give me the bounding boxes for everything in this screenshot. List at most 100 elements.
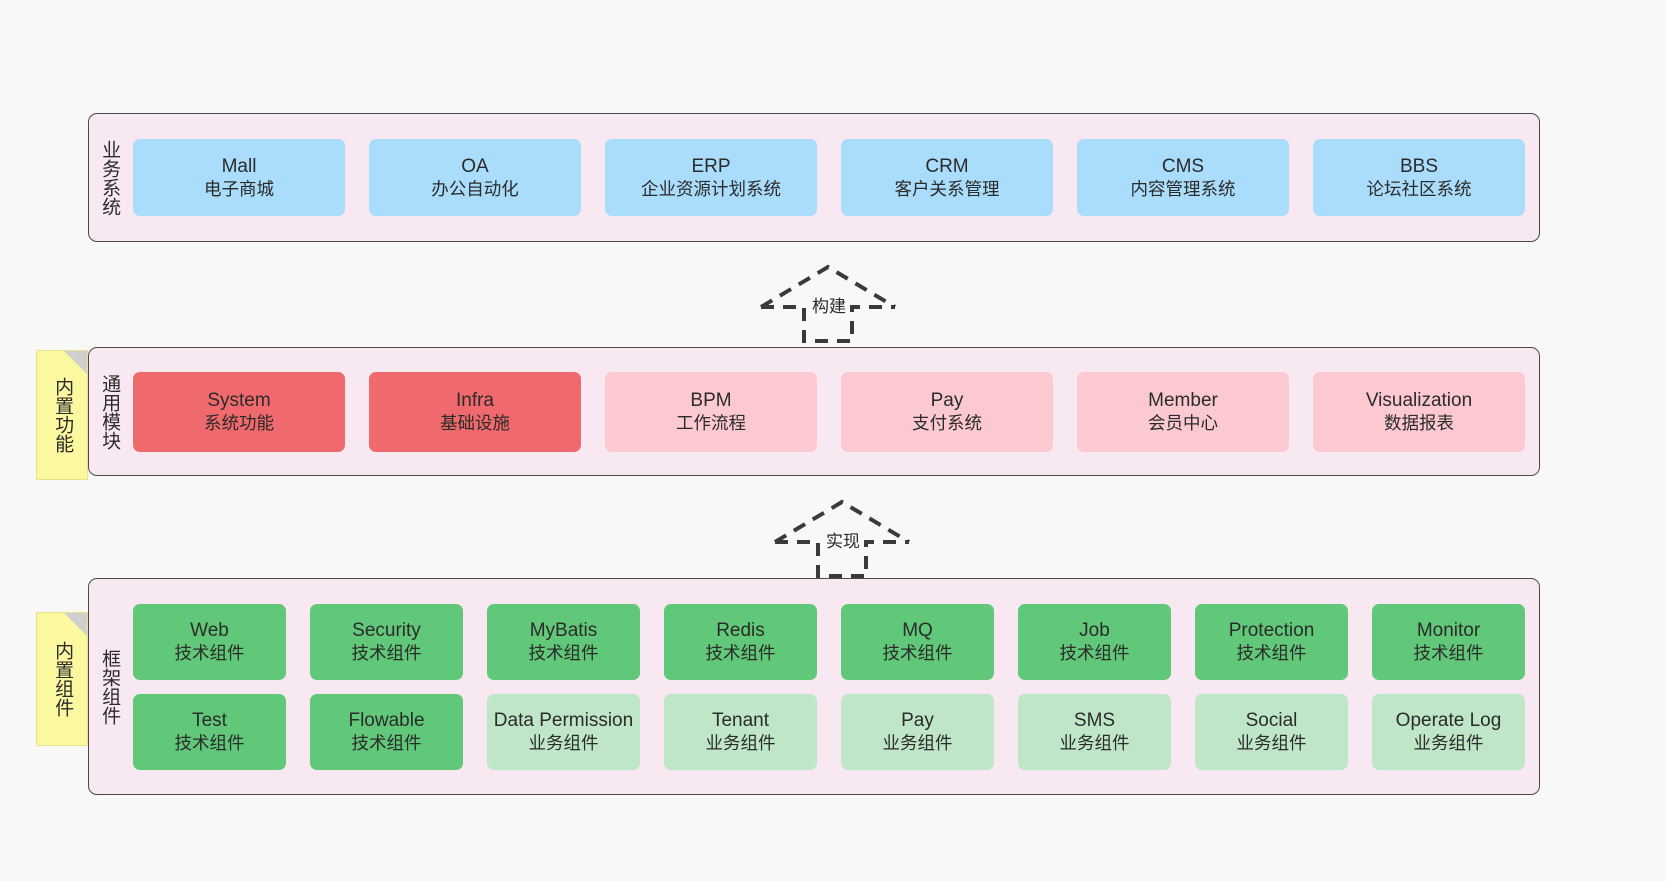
component-redis[interactable]: Redis 技术组件 [664, 603, 817, 680]
module-cms-en: CMS [1161, 155, 1205, 177]
module-system[interactable]: System 系统功能 [133, 371, 345, 452]
component-data-permission[interactable]: Data Permission 业务组件 [487, 693, 640, 770]
row-business-systems: Mall 电子商城 OA 办公自动化 ERP 企业资源计划系统 CRM 客户关系… [133, 139, 1525, 216]
component-redis-cn: 技术组件 [705, 643, 776, 664]
module-cms-cn: 内容管理系统 [1130, 179, 1236, 200]
component-security[interactable]: Security 技术组件 [310, 603, 463, 680]
component-protection-en: Protection [1228, 619, 1315, 641]
sticky-fold-corner-icon [64, 613, 87, 636]
layer-framework-component: 框架组件 Web 技术组件 Security 技术组件 MyBatis 技术组件… [88, 578, 1540, 795]
module-bbs[interactable]: BBS 论坛社区系统 [1313, 139, 1525, 216]
component-redis-en: Redis [716, 619, 765, 641]
module-erp-en: ERP [691, 155, 731, 177]
module-bpm[interactable]: BPM 工作流程 [605, 371, 817, 452]
component-data-permission-en: Data Permission [493, 709, 634, 731]
module-mall[interactable]: Mall 电子商城 [133, 139, 345, 216]
sticky-note-builtin-features: 内置功能 [36, 350, 88, 480]
layer-body-common-module: System 系统功能 Infra 基础设施 BPM 工作流程 Pay 支付系统… [129, 348, 1539, 475]
sticky-note-builtin-components: 内置组件 [36, 612, 88, 746]
component-protection[interactable]: Protection 技术组件 [1195, 603, 1348, 680]
component-sms-en: SMS [1073, 709, 1116, 731]
layer-title-framework-component: 框架组件 [99, 648, 121, 725]
module-pay-en: Pay [930, 389, 964, 411]
module-member[interactable]: Member 会员中心 [1077, 371, 1289, 452]
module-infra-en: Infra [455, 389, 495, 411]
module-pay[interactable]: Pay 支付系统 [841, 371, 1053, 452]
component-flowable-cn: 技术组件 [351, 733, 422, 754]
module-crm[interactable]: CRM 客户关系管理 [841, 139, 1053, 216]
component-web[interactable]: Web 技术组件 [133, 603, 286, 680]
component-security-en: Security [352, 619, 421, 641]
module-infra[interactable]: Infra 基础设施 [369, 371, 581, 452]
row-business-components: Test 技术组件 Flowable 技术组件 Data Permission … [133, 693, 1525, 770]
component-mq[interactable]: MQ 技术组件 [841, 603, 994, 680]
module-visualization-cn: 数据报表 [1384, 413, 1454, 434]
module-bbs-en: BBS [1399, 155, 1439, 177]
module-bbs-cn: 论坛社区系统 [1366, 179, 1472, 200]
module-crm-cn: 客户关系管理 [894, 179, 1000, 200]
connector-implement-label: 实现 [826, 532, 860, 551]
connector-build-arrow [758, 262, 898, 344]
row-common-modules: System 系统功能 Infra 基础设施 BPM 工作流程 Pay 支付系统… [133, 371, 1525, 452]
connector-build-label: 构建 [812, 297, 846, 316]
layer-body-business-system: Mall 电子商城 OA 办公自动化 ERP 企业资源计划系统 CRM 客户关系… [129, 114, 1539, 241]
module-erp-cn: 企业资源计划系统 [641, 179, 781, 200]
component-sms[interactable]: SMS 业务组件 [1018, 693, 1171, 770]
component-social-cn: 业务组件 [1236, 733, 1307, 754]
layer-title-business-system: 业务系统 [99, 139, 121, 216]
component-security-cn: 技术组件 [351, 643, 422, 664]
module-bpm-cn: 工作流程 [676, 413, 746, 434]
layer-body-framework-component: Web 技术组件 Security 技术组件 MyBatis 技术组件 Redi… [129, 579, 1539, 794]
module-mall-cn: 电子商城 [204, 179, 274, 200]
connector-implement-arrow [772, 497, 912, 579]
module-oa[interactable]: OA 办公自动化 [369, 139, 581, 216]
component-operate-log[interactable]: Operate Log 业务组件 [1372, 693, 1525, 770]
sticky-note-builtin-features-label: 内置功能 [52, 377, 74, 453]
module-system-cn: 系统功能 [204, 413, 274, 434]
component-test[interactable]: Test 技术组件 [133, 693, 286, 770]
module-oa-en: OA [461, 155, 489, 177]
component-data-permission-cn: 业务组件 [528, 733, 599, 754]
component-social[interactable]: Social 业务组件 [1195, 693, 1348, 770]
component-social-en: Social [1245, 709, 1298, 731]
module-erp[interactable]: ERP 企业资源计划系统 [605, 139, 817, 216]
sticky-note-builtin-components-label: 内置组件 [52, 641, 74, 717]
sticky-fold-corner-icon [64, 351, 87, 374]
component-test-en: Test [192, 709, 227, 731]
module-oa-cn: 办公自动化 [431, 179, 519, 200]
module-pay-cn: 支付系统 [912, 413, 982, 434]
component-web-en: Web [190, 619, 229, 641]
layer-title-common-module: 通用模块 [99, 373, 121, 450]
component-pay[interactable]: Pay 业务组件 [841, 693, 994, 770]
component-sms-cn: 业务组件 [1059, 733, 1130, 754]
module-crm-en: CRM [925, 155, 969, 177]
component-job-en: Job [1079, 619, 1110, 641]
component-mybatis-en: MyBatis [529, 619, 598, 641]
component-operate-log-cn: 业务组件 [1413, 733, 1484, 754]
module-system-en: System [207, 389, 271, 411]
component-tenant-cn: 业务组件 [705, 733, 776, 754]
module-visualization[interactable]: Visualization 数据报表 [1313, 371, 1525, 452]
row-tech-components: Web 技术组件 Security 技术组件 MyBatis 技术组件 Redi… [133, 603, 1525, 680]
component-pay-cn: 业务组件 [882, 733, 953, 754]
component-job-cn: 技术组件 [1059, 643, 1130, 664]
module-infra-cn: 基础设施 [440, 413, 510, 434]
module-cms[interactable]: CMS 内容管理系统 [1077, 139, 1289, 216]
module-member-en: Member [1148, 389, 1218, 411]
component-tenant[interactable]: Tenant 业务组件 [664, 693, 817, 770]
component-protection-cn: 技术组件 [1236, 643, 1307, 664]
module-mall-en: Mall [221, 155, 257, 177]
layer-common-module: 通用模块 System 系统功能 Infra 基础设施 BPM 工作流程 Pay… [88, 347, 1540, 476]
component-mq-en: MQ [902, 619, 933, 641]
module-bpm-en: BPM [690, 389, 732, 411]
component-flowable-en: Flowable [348, 709, 425, 731]
component-flowable[interactable]: Flowable 技术组件 [310, 693, 463, 770]
component-mq-cn: 技术组件 [882, 643, 953, 664]
component-monitor[interactable]: Monitor 技术组件 [1372, 603, 1525, 680]
component-mybatis[interactable]: MyBatis 技术组件 [487, 603, 640, 680]
module-visualization-en: Visualization [1365, 389, 1473, 411]
component-job[interactable]: Job 技术组件 [1018, 603, 1171, 680]
component-tenant-en: Tenant [711, 709, 770, 731]
component-monitor-cn: 技术组件 [1413, 643, 1484, 664]
